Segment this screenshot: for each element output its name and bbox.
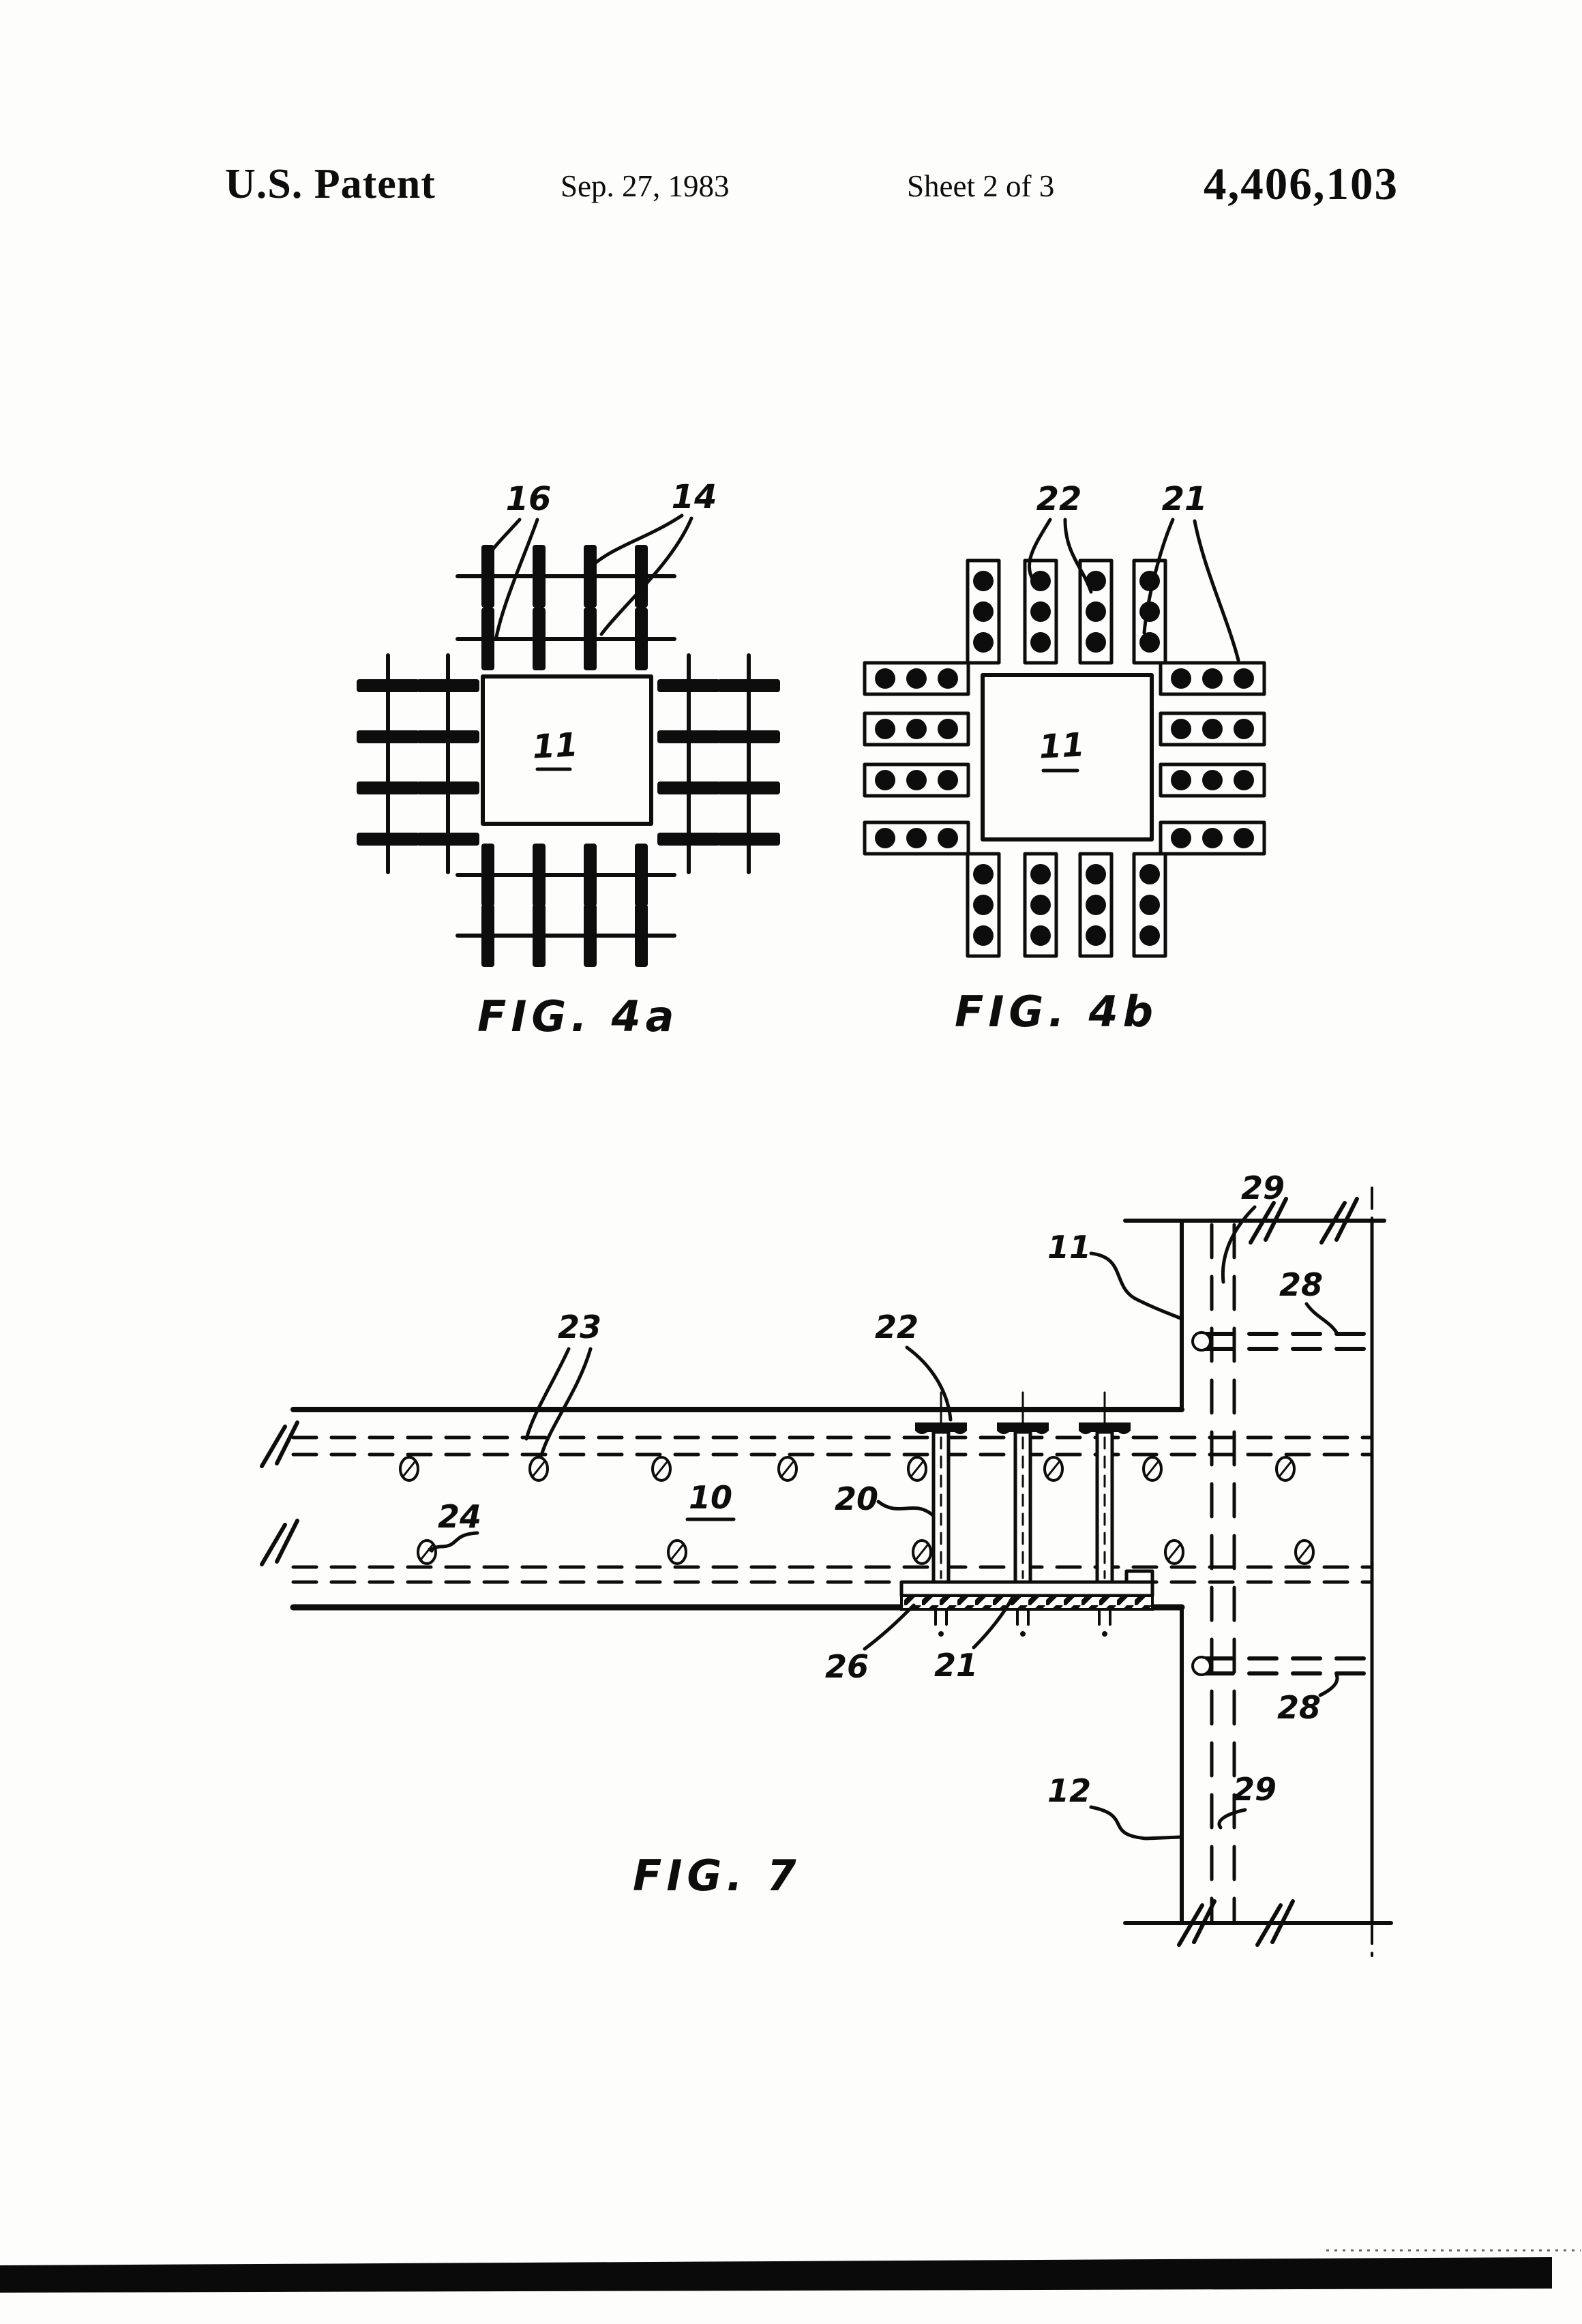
fig7-beam [262,1407,1374,1611]
fig4a-label-14: 14 [672,478,717,516]
bearing-plate [899,1580,1154,1598]
fig7-label-21: 21 [934,1647,978,1684]
patent-title: U.S. Patent [225,161,436,207]
patent-date: Sep. 27, 1983 [561,169,730,203]
fig4a-label-11: 11 [531,726,579,766]
fig7-label-11: 11 [1047,1229,1091,1266]
fig7-label-23: 23 [558,1309,601,1345]
header: U.S. Patent Sep. 27, 1983 Sheet 2 of 3 4… [225,159,1399,209]
fig4a-column-section [481,674,653,826]
fig4b-caption: FIG. 4b [955,987,1158,1037]
shear-stud [997,1392,1049,1582]
fig7-caption: FIG. 7 [633,1851,801,1901]
fig4b-column-section [981,673,1154,841]
fig7-upper-rebar-sections [399,1456,1296,1482]
fig7-stud-connection [899,1392,1154,1637]
fig7-label-29-bottom: 29 [1233,1771,1277,1808]
fig7-label-20: 20 [835,1480,878,1517]
fig4b-label-22: 22 [1036,480,1082,518]
sheet-number: Sheet 2 of 3 [907,169,1054,203]
fig7-label-28-top: 28 [1279,1266,1323,1303]
fig7-lower-rebar-sections [417,1539,1315,1565]
fig4b: 11 22 21 [865,480,1264,1037]
fig7-label-10: 10 [689,1479,732,1516]
fig7-label-24: 24 [438,1498,481,1535]
scan-black-bar [0,2257,1552,2293]
fig4a: 11 16 14 FIG. 4a [357,478,780,1041]
scan-artifacts [0,2249,1581,2293]
shear-stud [1079,1392,1131,1582]
fig4b-label-11: 11 [1038,726,1086,766]
fig7-label-29-top: 29 [1241,1170,1285,1206]
fig7-label-12: 12 [1047,1772,1091,1809]
weld-hatch [900,1594,1154,1611]
fig7-label-26: 26 [825,1648,869,1685]
patent-number: 4,406,103 [1204,159,1399,209]
fig7-label-28-bottom: 28 [1277,1689,1321,1726]
fig4a-label-16: 16 [506,480,552,518]
fig7-labels: 29 11 28 23 22 10 20 24 26 21 28 12 [428,1170,1339,1841]
fig7-label-22: 22 [875,1309,919,1345]
fig7: 29 11 28 23 22 10 20 24 26 21 28 12 [262,1170,1393,1957]
fig7-column [1123,1187,1393,1957]
fig4a-caption: FIG. 4a [477,992,678,1041]
fig4b-label-21: 21 [1162,480,1208,518]
